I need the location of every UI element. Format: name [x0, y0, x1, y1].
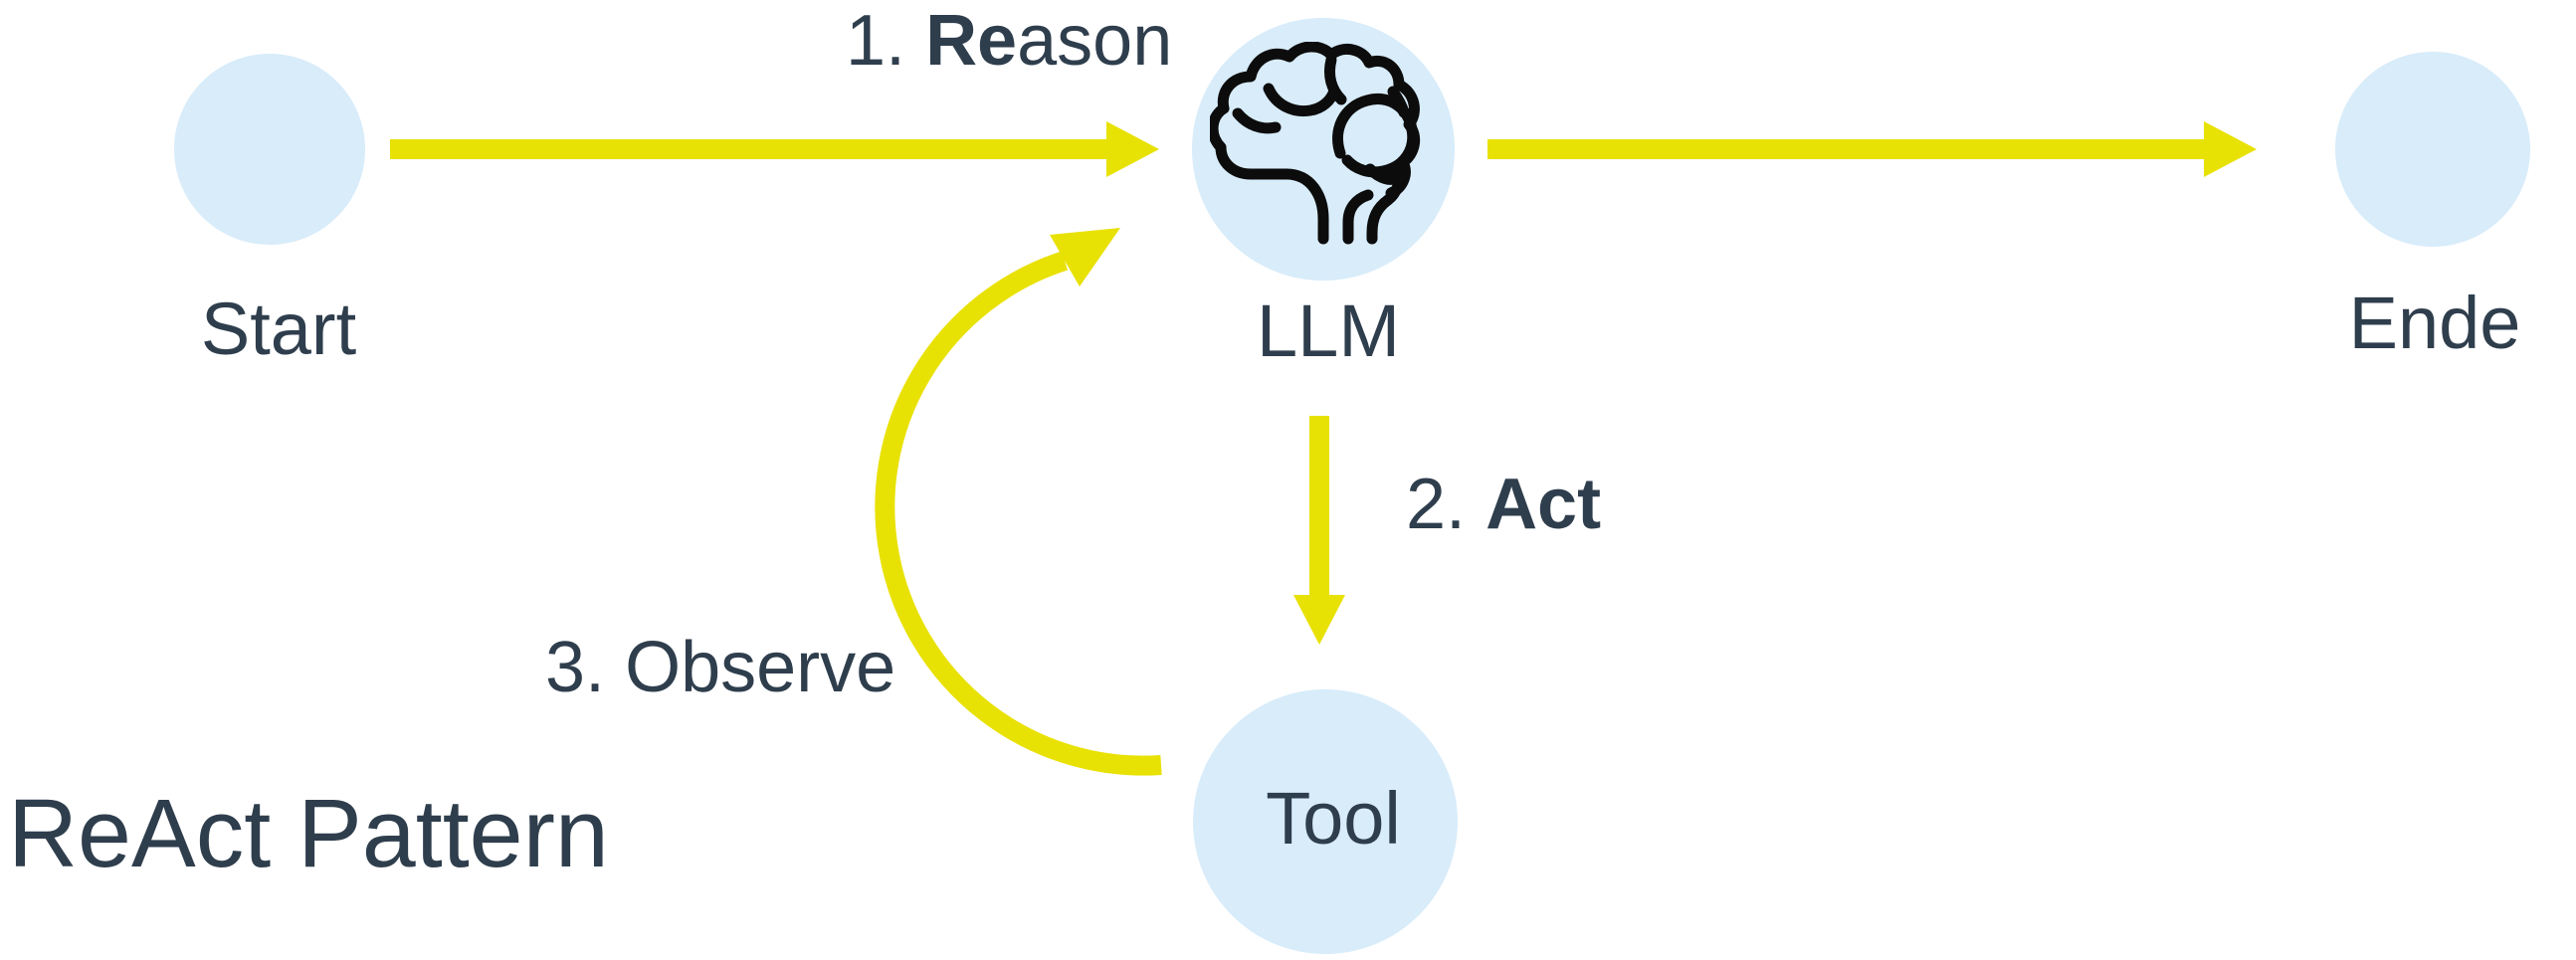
arrow-llm-to-ende: [1487, 121, 2257, 177]
edge-label-reason-emphasis: Re: [925, 1, 1018, 81]
node-tool: [1193, 689, 1458, 954]
edge-label-act: 2. Act: [1406, 469, 1601, 540]
diagram-title: ReAct Pattern: [8, 779, 609, 887]
brain-icon: [1210, 42, 1421, 245]
node-llm-label: LLM: [1257, 289, 1400, 372]
node-start-label: Start: [200, 288, 357, 370]
arrow-start-to-llm: [390, 121, 1159, 177]
edge-label-reason: 1. Reason: [846, 5, 1172, 77]
edge-label-observe: 3. Observe: [545, 632, 895, 703]
edge-label-act-emphasis: Act: [1486, 465, 1602, 544]
node-ende: [2335, 52, 2530, 247]
brain-front-stem: [1342, 189, 1374, 245]
node-tool-label: Tool: [1266, 777, 1401, 860]
brain-sulcus-upper-right: [1387, 86, 1410, 118]
edge-label-reason-suffix: ason: [1017, 1, 1173, 81]
edge-label-observe-prefix: 3.: [545, 628, 626, 707]
brain-sulcus-right: [1364, 163, 1407, 185]
edge-label-observe-suffix: Observe: [625, 628, 896, 707]
arrow-llm-to-tool: [1293, 416, 1345, 645]
edge-label-act-prefix: 2.: [1406, 465, 1486, 544]
edge-label-reason-prefix: 1.: [846, 1, 926, 81]
node-start: [174, 54, 365, 245]
brain-sulcus-branch: [1323, 54, 1347, 105]
node-ende-label: Ende: [2348, 282, 2521, 364]
brain-sulcus-left: [1232, 107, 1282, 134]
brain-sulcus-top: [1263, 83, 1340, 117]
arrow-tool-to-llm-curved: [875, 228, 1162, 776]
